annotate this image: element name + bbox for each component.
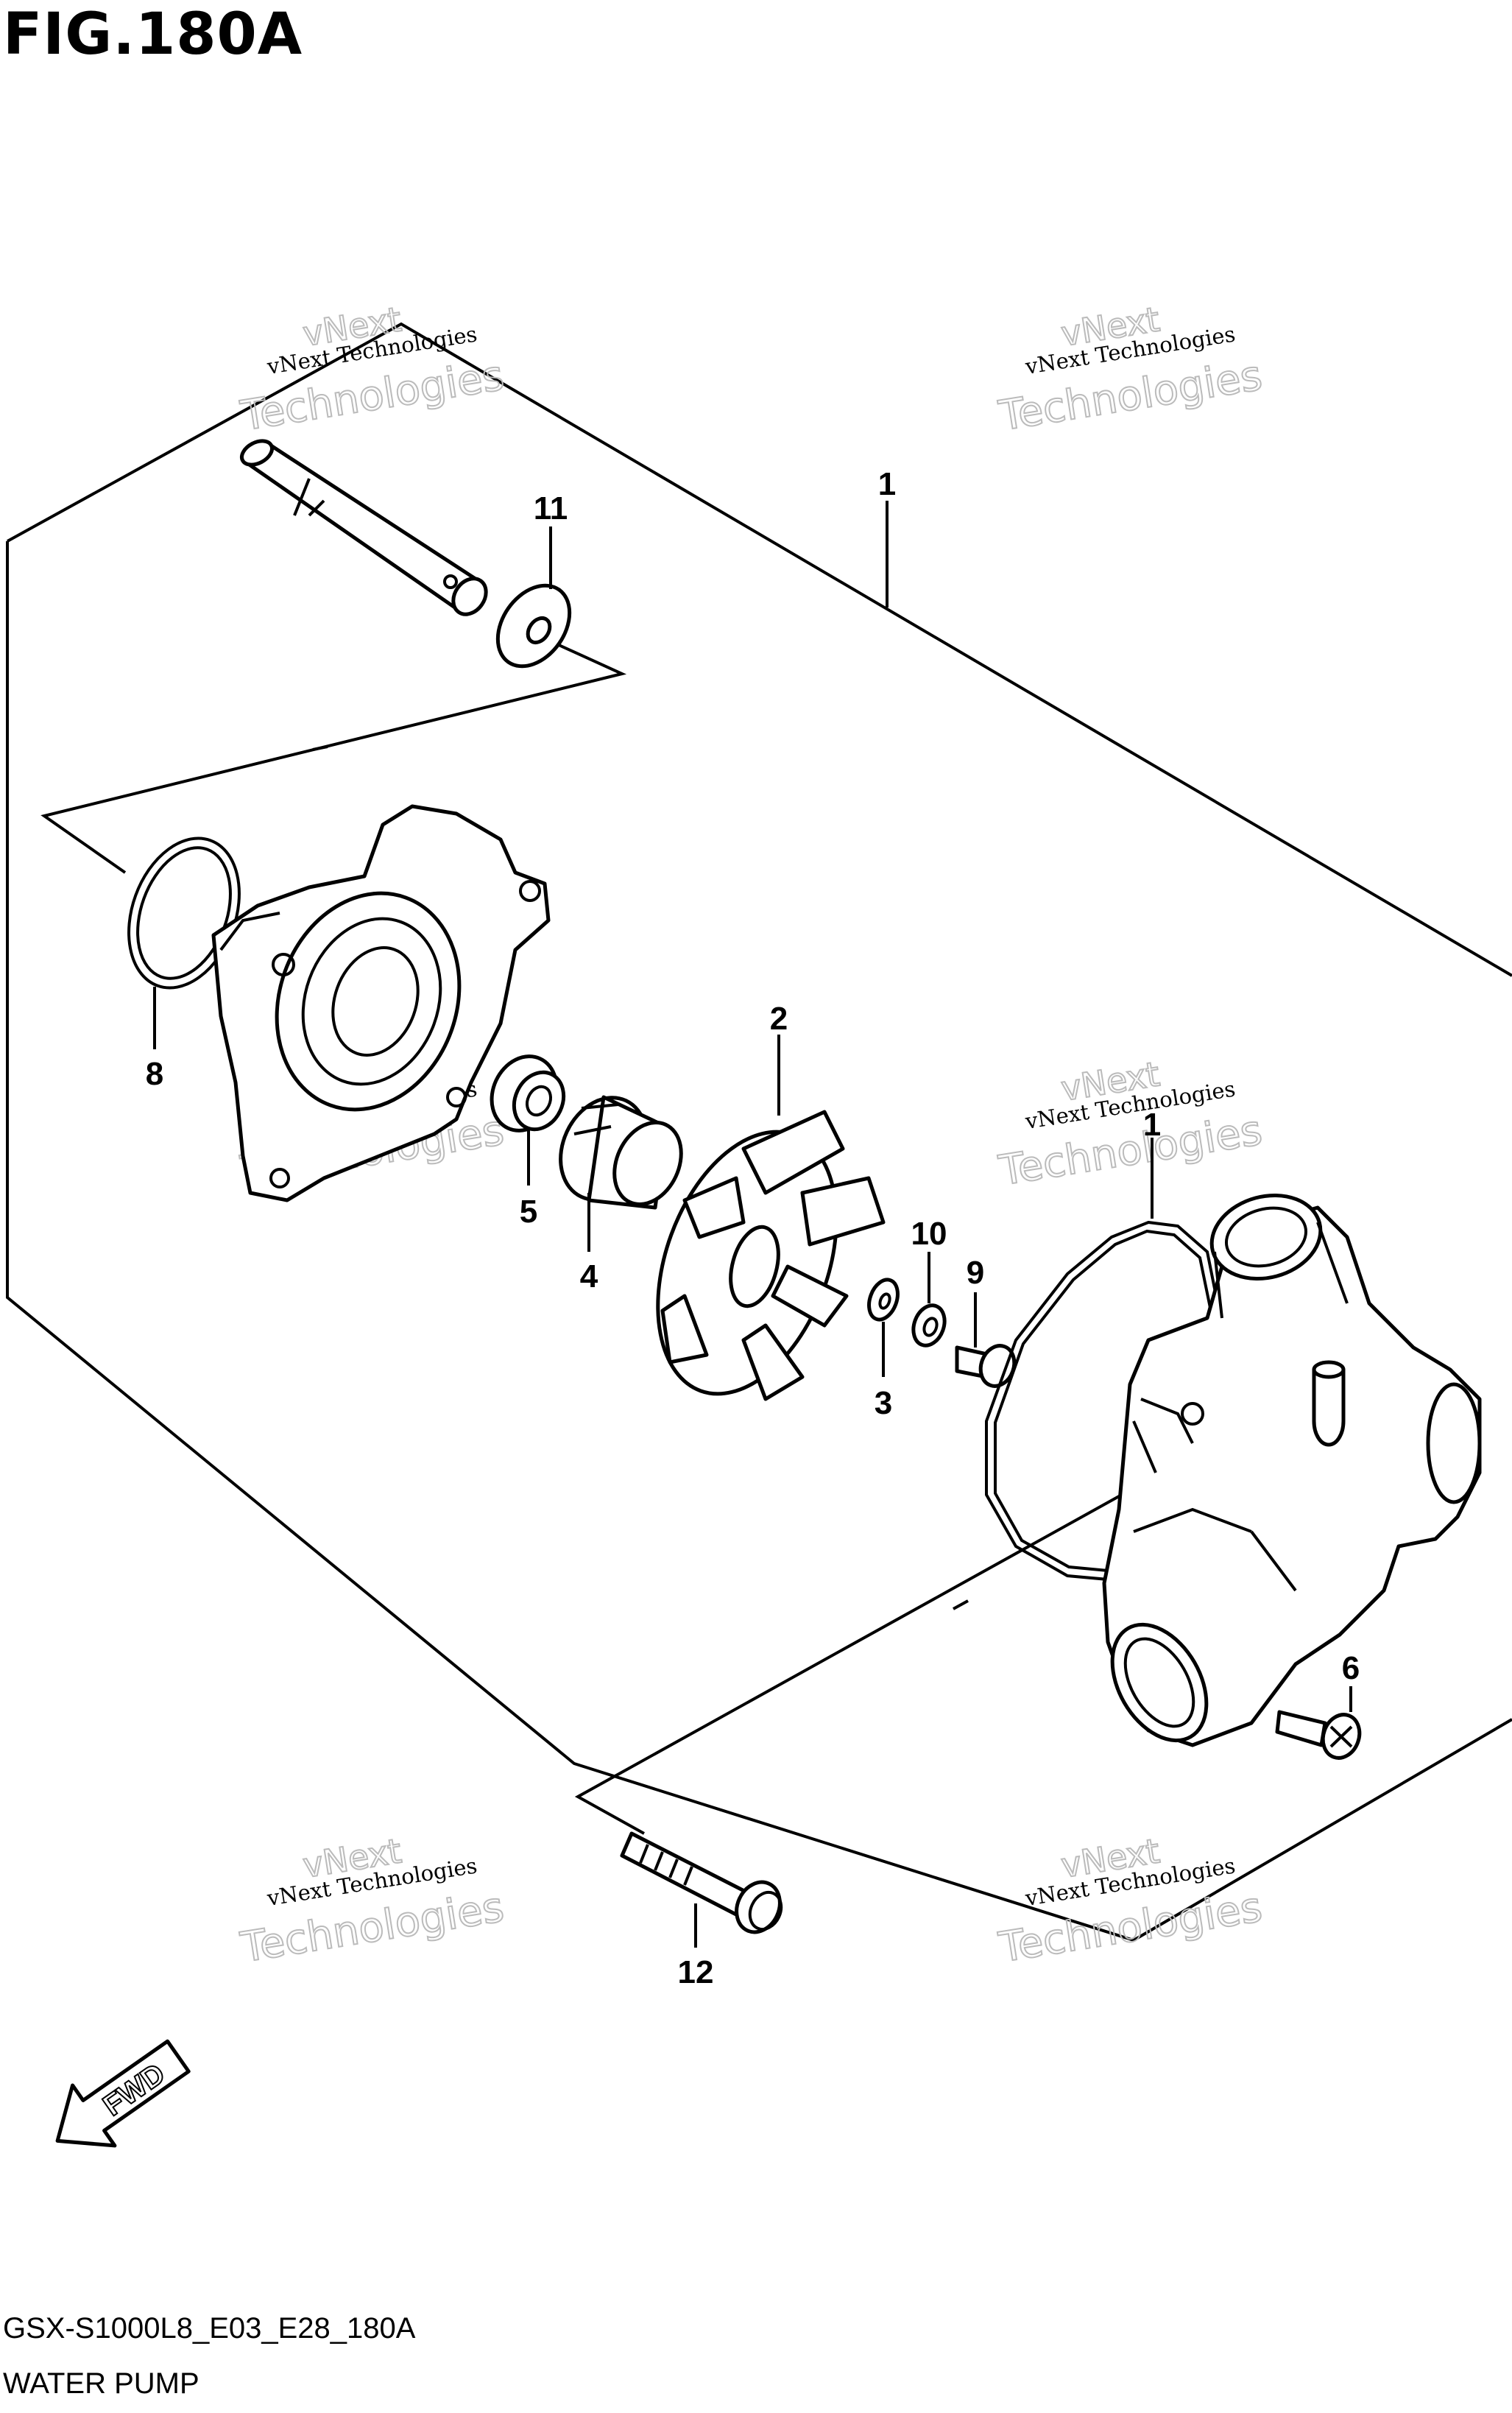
part-screw-6 (1275, 1710, 1362, 1760)
callout-labels: 1 1 2 3 4 5 6 8 9 10 11 12 (146, 466, 1360, 1990)
part-bolt-12 (620, 1831, 783, 1934)
callout-1-cover: 1 (1143, 1107, 1161, 1143)
part-seal-5 (490, 1054, 566, 1132)
part-washer-3 (867, 1278, 900, 1322)
callout-6: 6 (1342, 1650, 1360, 1686)
watermark-top-left: vNext Technologies vNext Technologies (236, 298, 507, 441)
callout-8: 8 (146, 1056, 163, 1092)
part-mechanical-seal-4 (559, 1095, 683, 1210)
figure-caption: WATER PUMP (3, 2367, 199, 2400)
callout-11: 11 (534, 490, 568, 526)
watermark-mid-right: vNext Technologies vNext Technologies (995, 1053, 1265, 1196)
assembly-boundary (6, 322, 1512, 1942)
part-impeller-2 (656, 1110, 886, 1401)
part-pump-body (211, 804, 551, 1202)
subassembly-lines (40, 635, 1248, 1835)
watermark-top-right: vNext Technologies vNext Technologies (995, 298, 1265, 441)
callout-9: 9 (967, 1255, 984, 1291)
callout-10: 10 (911, 1216, 947, 1252)
callout-2: 2 (770, 1001, 788, 1037)
figure-title: FIG.180A (3, 1, 303, 68)
callout-5: 5 (520, 1194, 537, 1230)
callout-1: 1 (878, 466, 896, 502)
part-bolt-9 (955, 1344, 1017, 1388)
part-pump-cover (1102, 1193, 1482, 1747)
figure-code: GSX-S1000L8_E03_E28_180A (3, 2312, 416, 2345)
callout-4: 4 (580, 1258, 598, 1294)
fwd-arrow: FWD (55, 2039, 191, 2148)
part-nut-10 (911, 1303, 947, 1348)
leader-lines (153, 501, 1352, 1948)
watermark-bottom-left: vNext Technologies vNext Technologies (236, 1830, 507, 1973)
part-washer-11 (495, 583, 572, 669)
part-shaft (239, 439, 488, 616)
callout-12: 12 (678, 1954, 714, 1990)
watermark-bottom-right: vNext Technologies vNext Technologies (995, 1830, 1265, 1973)
callout-3: 3 (875, 1385, 892, 1421)
